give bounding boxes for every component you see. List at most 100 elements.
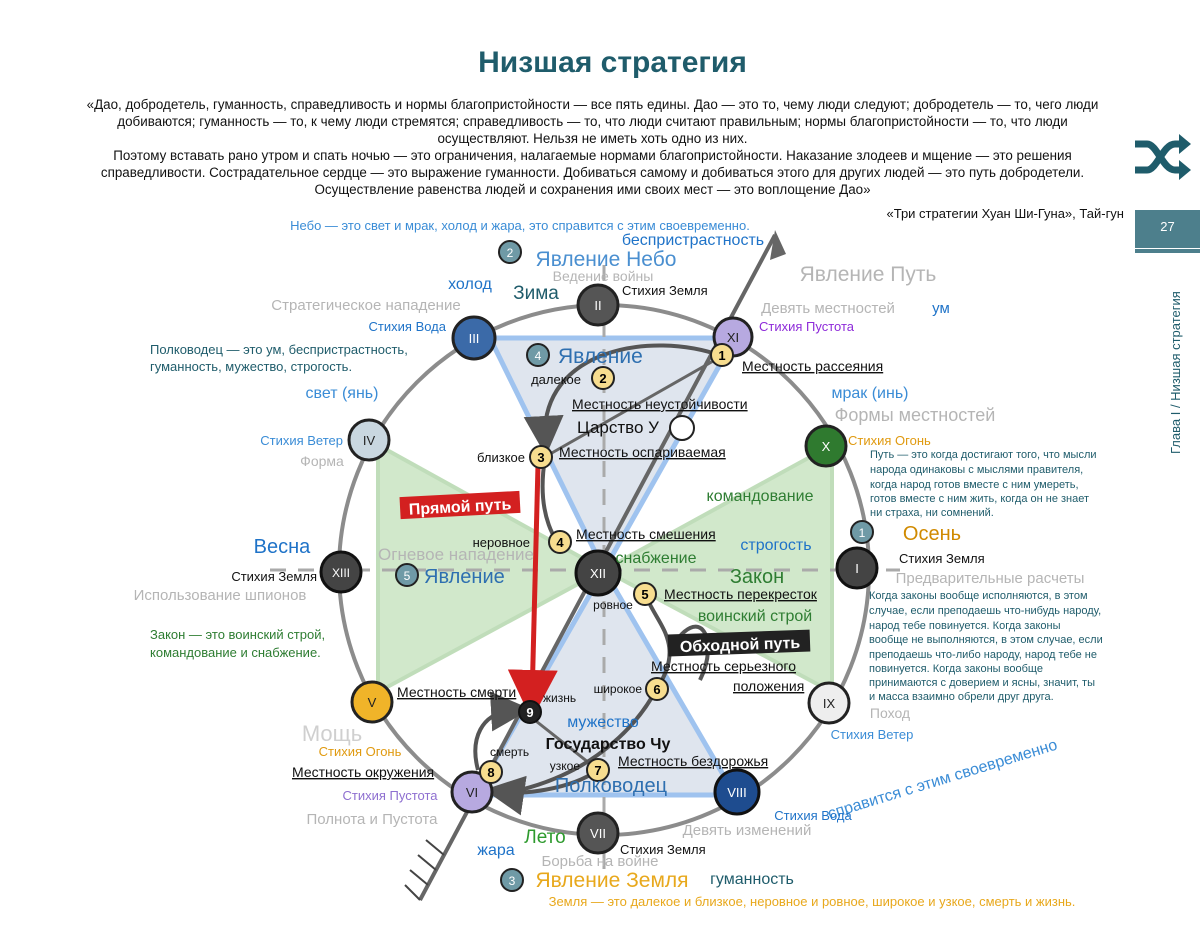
scatter-terrain: Местность рассеяния: [742, 358, 883, 374]
law-note-line: и масса взаимно обрели друг друга.: [869, 691, 1054, 703]
quote-line: Поэтому вставать рано утром и спать ночь…: [113, 148, 1072, 163]
element-earth-vii: Стихия Земля: [620, 842, 706, 857]
encircle-terrain: Местность окружения: [292, 764, 434, 780]
element-earth-ii: Стихия Земля: [622, 283, 708, 298]
node-IX: IX: [807, 681, 851, 725]
element-fire-x: Стихия Огонь: [848, 433, 931, 448]
phenomenon-earth: Явление Земля: [535, 869, 688, 892]
summer-label: Лето: [524, 827, 565, 848]
svg-text:6: 6: [653, 682, 660, 697]
svg-text:4: 4: [556, 535, 564, 550]
heat-label: жара: [477, 842, 515, 859]
svg-text:3: 3: [537, 450, 544, 465]
svg-text:XI: XI: [727, 330, 739, 345]
earth-note: Земля — это далекое и близкое, неровное …: [549, 894, 1076, 909]
law-note-line: принимаются с доверием и ясны, значит, т…: [869, 677, 1095, 689]
law-left-note: Закон — это воинский строй,: [150, 627, 325, 642]
general-note-line: гуманность, мужество, строгость.: [150, 359, 352, 374]
far-label: далекое: [531, 372, 581, 387]
svg-text:2: 2: [507, 246, 514, 260]
spring-label: Весна: [254, 536, 312, 558]
courage-label: мужество: [567, 714, 639, 731]
nine-terrains: Девять местностей: [761, 300, 895, 317]
spies-label: Использование шпионов: [134, 587, 307, 604]
badge-2: 2: [498, 240, 522, 264]
law-note-line: Когда законы вообще исполняются, в этом: [869, 590, 1088, 602]
node-VIII: VIII: [713, 768, 761, 816]
svg-text:2: 2: [599, 371, 606, 386]
svg-text:XII: XII: [590, 566, 606, 581]
death-label: смерть: [490, 745, 529, 759]
law-note-line: преподаешь что-либо народу, народ тебе н…: [869, 649, 1097, 661]
military-order: воинский строй: [698, 608, 812, 625]
fullness-label: Полнота и Пустота: [307, 811, 439, 828]
uneven-label: неровное: [473, 535, 530, 550]
direct-path-label: Прямой путь: [408, 496, 511, 518]
might-label: Мощь: [302, 721, 362, 746]
svg-text:3: 3: [509, 874, 516, 888]
terrain-node-8: 8: [479, 760, 503, 784]
humanity-label: гуманность: [710, 871, 794, 888]
node-IV: IV: [347, 418, 391, 462]
strictness-label: строгость: [740, 537, 811, 554]
light-yang: свет (янь): [306, 385, 379, 402]
badge-4: 4: [526, 343, 550, 367]
svg-text:XIII: XIII: [332, 566, 350, 580]
element-void-xi: Стихия Пустота: [759, 319, 855, 334]
quote-source: «Три стратегии Хуан Ши-Гуна», Тай-гун: [886, 206, 1125, 221]
svg-text:III: III: [469, 331, 480, 346]
svg-text:9: 9: [526, 705, 533, 720]
prelim-calc: Предварительные расчеты: [896, 570, 1085, 587]
svg-text:5: 5: [641, 587, 648, 602]
life-label: жизнь: [543, 691, 576, 705]
kingdom-chu: Государство Чу: [546, 736, 671, 753]
svg-text:VI: VI: [466, 785, 478, 800]
node-V: V: [350, 680, 394, 724]
flow-arrow: [473, 691, 531, 771]
svg-text:IX: IX: [823, 696, 836, 711]
page-title: Низшая стратегия: [478, 46, 747, 79]
badge-3: 3: [500, 868, 524, 892]
node-XII: XII: [574, 549, 622, 597]
svg-text:8: 8: [487, 765, 494, 780]
path-note-line: когда народ готов вместе с ним умереть,: [870, 479, 1079, 491]
node-X: X: [804, 424, 848, 468]
element-void-vi: Стихия Пустота: [342, 788, 438, 803]
terrain-node-5: 5: [633, 582, 657, 606]
fire-attack: Огневое нападение: [378, 545, 534, 564]
command-label: командование: [707, 488, 814, 505]
mind-label: ум: [932, 300, 950, 317]
phenomenon-sky: Явление Небо: [536, 248, 677, 271]
epigraph-quote: «Дао, добродетель, гуманность, справедли…: [60, 96, 1125, 198]
node-I: I: [835, 546, 879, 590]
direct-path-arrow: [507, 464, 558, 720]
autumn-label: Осень: [903, 523, 961, 545]
law-note-line: вообще не выполняются, в этом случае, ес…: [869, 634, 1103, 646]
path-note-line: Путь — это когда достигают того, что мыс…: [870, 449, 1097, 461]
general-note-line: Полководец — это ум, беспристрастность,: [150, 342, 408, 357]
terrain-node-7: 7: [586, 758, 610, 782]
phenomenon-4: Явление: [558, 345, 643, 368]
sky-note: Небо — это свет и мрак, холод и жара, эт…: [290, 218, 750, 233]
phenomenon-5: Явление: [424, 566, 505, 588]
general-label: Полководец: [555, 775, 667, 797]
node-VII: VII: [576, 811, 620, 855]
pursuit-label: Поход: [870, 705, 910, 721]
timely-label: справится с этим своевременно: [826, 737, 1060, 823]
flat-label: ровное: [593, 598, 633, 612]
path-note-line: народа одинаковы с мыслями правителя,: [870, 464, 1083, 476]
winter-label: Зима: [513, 283, 559, 304]
terrain-node-3: 3: [529, 445, 553, 469]
element-water-iii: Стихия Вода: [369, 319, 447, 334]
dark-yin: мрак (инь): [831, 385, 908, 402]
form-label: Форма: [300, 453, 344, 469]
law-label: Закон: [730, 566, 784, 588]
contested-terrain: Местность оспариваемая: [559, 444, 726, 460]
nine-changes: Девять изменений: [683, 822, 812, 839]
death-terrain: Местность смерти: [397, 684, 516, 700]
near-label: близкое: [477, 450, 525, 465]
kingdom-u-marker: [669, 415, 695, 441]
terrain-forms: Формы местностей: [835, 405, 996, 425]
element-earth-xiii: Стихия Земля: [231, 569, 317, 584]
